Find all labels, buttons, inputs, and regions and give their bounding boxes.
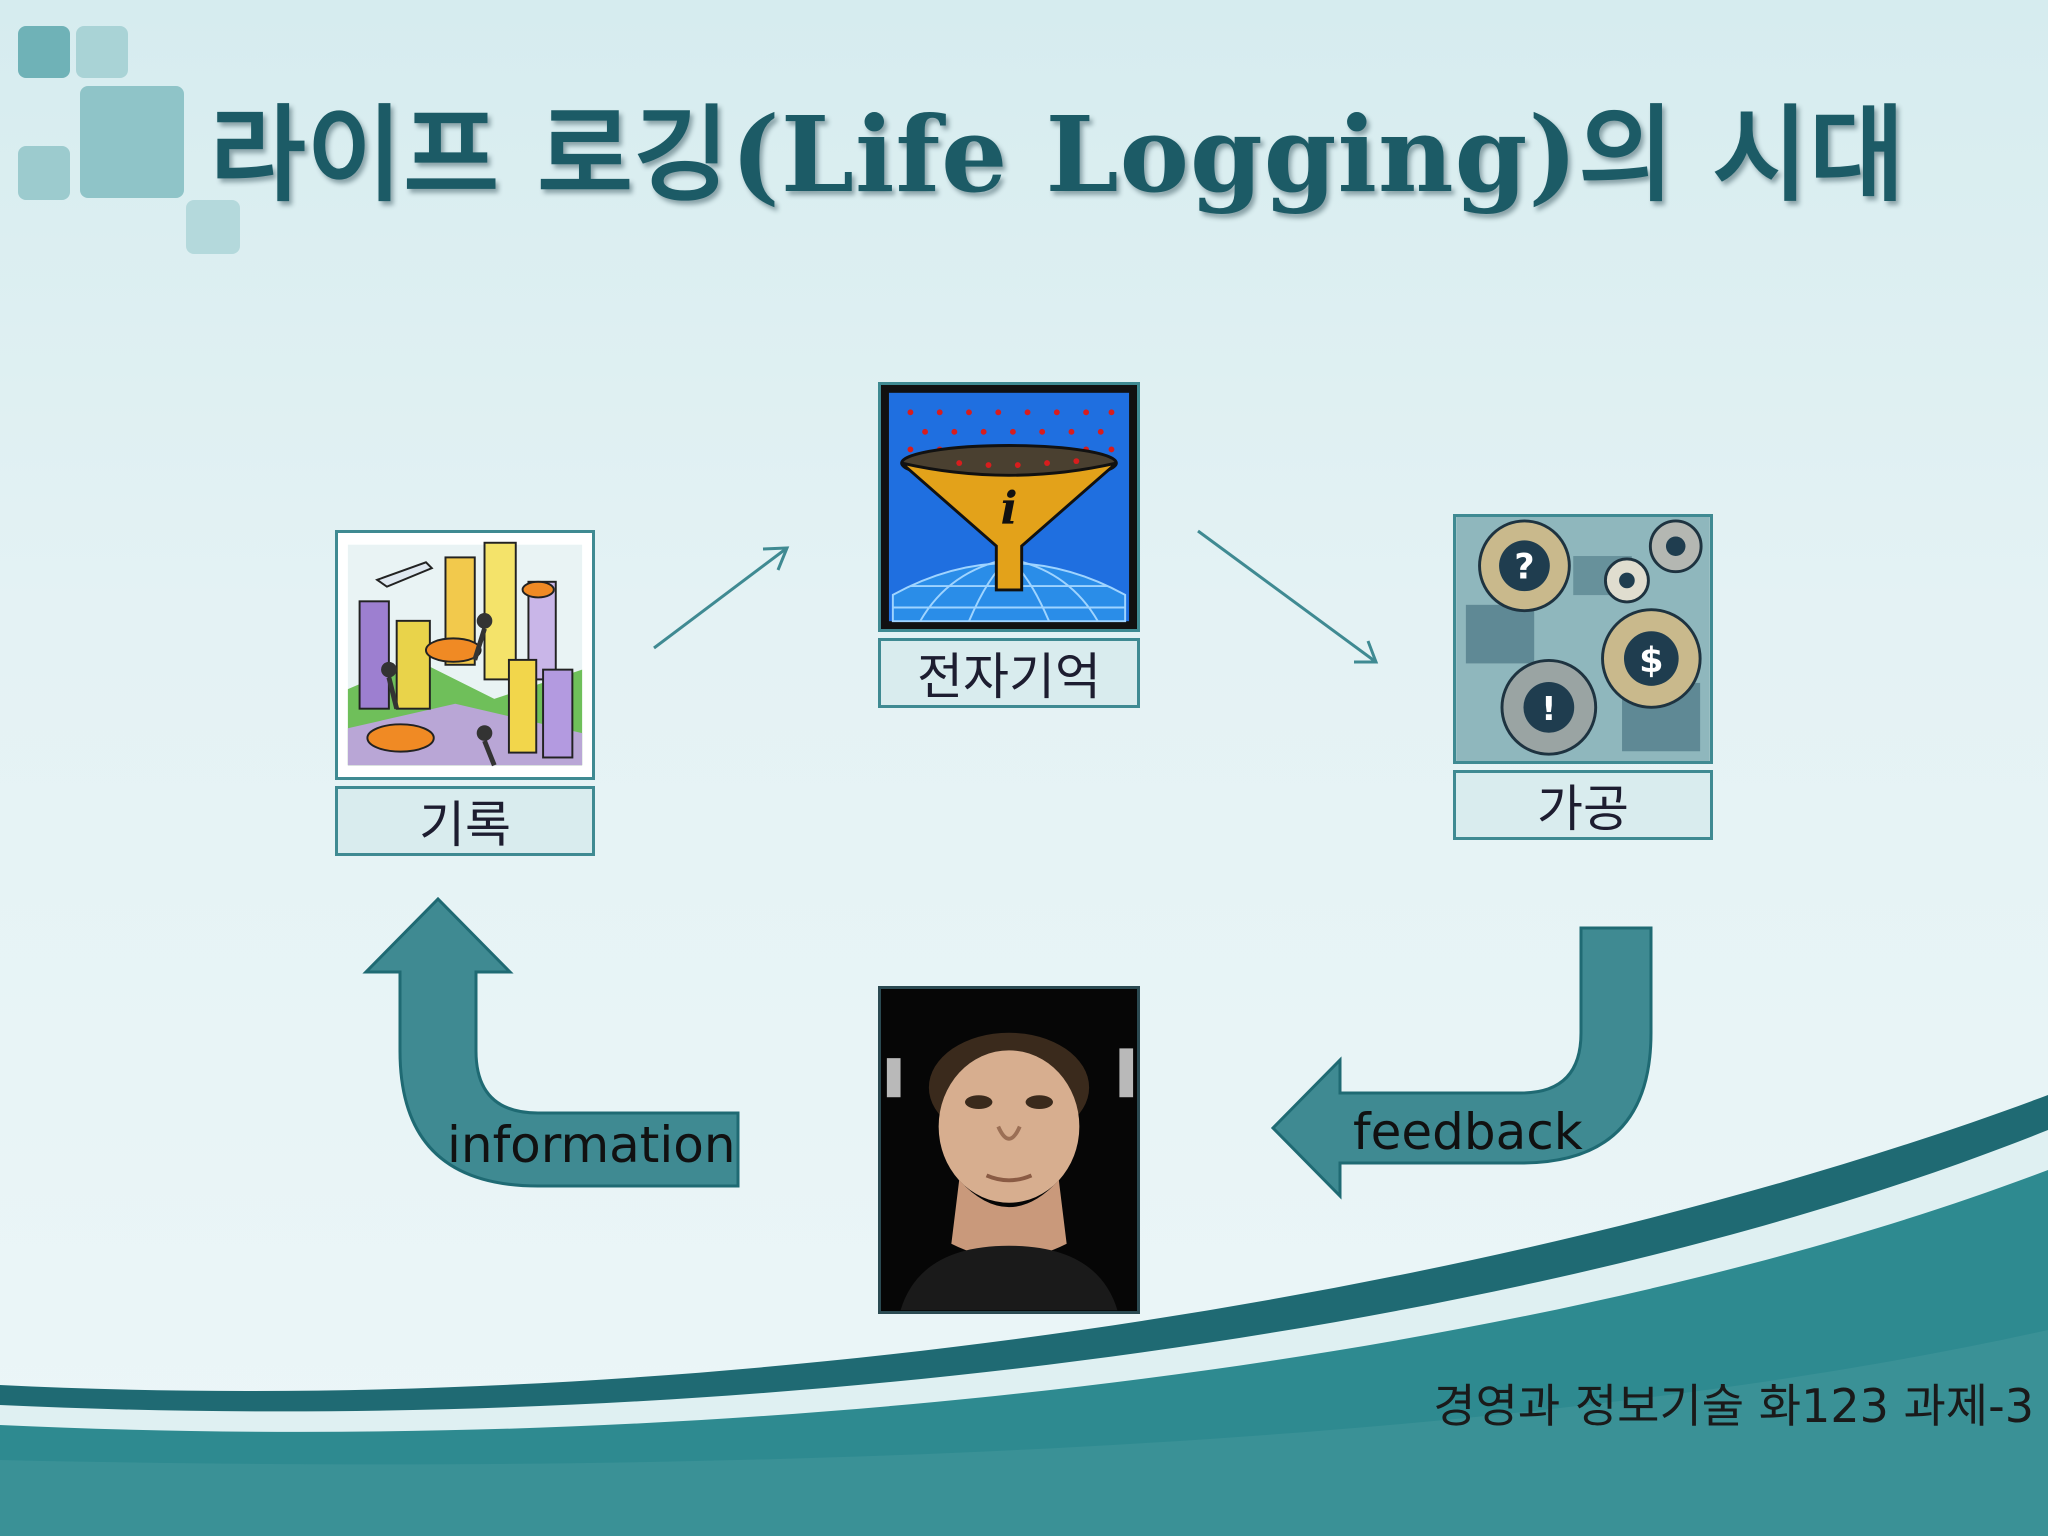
- information-funnel-icon: i: [881, 385, 1137, 629]
- city-people-clipart: [335, 530, 595, 780]
- processing-label: 가공: [1453, 770, 1713, 840]
- feedback-label: feedback: [1353, 1103, 1583, 1161]
- svg-text:?: ?: [1514, 546, 1534, 587]
- svg-text:!: !: [1541, 689, 1556, 728]
- record-label: 기록: [335, 786, 595, 856]
- gears-icon: ? $ !: [1456, 517, 1710, 761]
- information-label: information: [447, 1116, 736, 1174]
- gears-symbols-clipart: ? $ !: [1453, 514, 1713, 764]
- svg-text:$: $: [1639, 640, 1663, 681]
- man-looking-up-photo: [878, 986, 1140, 1314]
- electronic-memory-label: 전자기억: [878, 638, 1140, 708]
- man-looking-up-icon: [881, 989, 1137, 1311]
- svg-text:i: i: [1000, 482, 1017, 535]
- footer-text: 경영과 정보기술 화123 과제-3: [1433, 1370, 2034, 1436]
- information-funnel-clipart: i: [878, 382, 1140, 632]
- city-people-icon: [338, 533, 592, 777]
